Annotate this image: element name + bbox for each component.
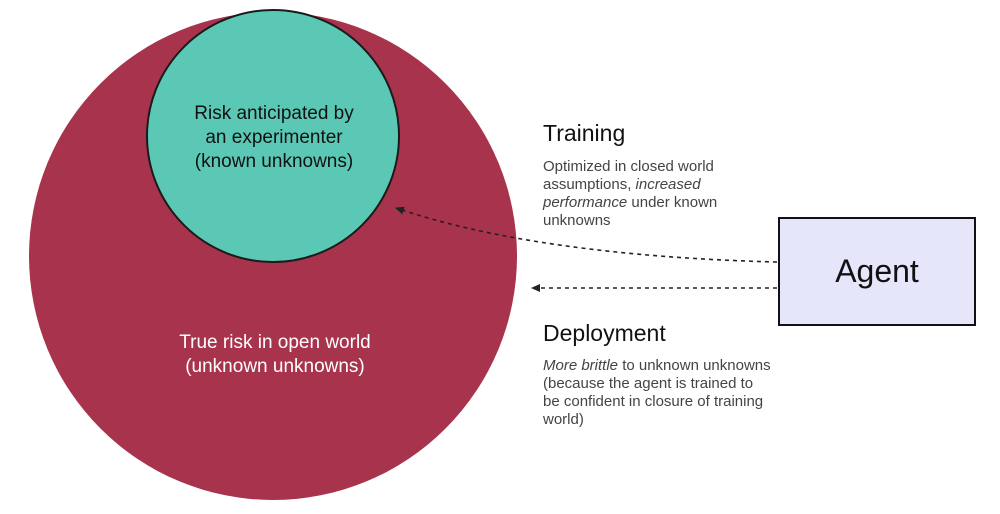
training-desc-part1: Optimized in closed world assumptions, <box>543 158 714 193</box>
training-description: Optimized in closed world assumptions, i… <box>543 158 773 230</box>
inner-circle-label: Risk anticipated by an experimenter (kno… <box>158 102 390 174</box>
agent-label: Agent <box>835 253 919 289</box>
inner-circle-line1: Risk anticipated by <box>194 103 354 124</box>
training-arrow <box>395 206 778 263</box>
deployment-desc-part2: to unknown unknowns (because the agent i… <box>543 357 771 428</box>
inner-risk-circle <box>146 9 400 263</box>
training-desc-part2: under known unknowns <box>543 194 718 229</box>
agent-box: Agent <box>778 217 976 326</box>
inner-circle-line2: an experimenter <box>205 127 343 148</box>
deployment-title: Deployment <box>543 320 666 346</box>
outer-circle-label: True risk in open world (unknown unknown… <box>80 331 470 379</box>
outer-circle-line1: True risk in open world <box>179 332 371 353</box>
deployment-description: More brittle to unknown unknowns (becaus… <box>543 357 773 429</box>
inner-circle-line3: (known unknowns) <box>194 151 354 172</box>
deployment-desc-italic: More brittle <box>543 357 619 374</box>
training-title: Training <box>543 120 626 146</box>
outer-circle-line2: (unknown unknowns) <box>185 356 365 377</box>
training-desc-italic: increased performance <box>543 176 701 211</box>
